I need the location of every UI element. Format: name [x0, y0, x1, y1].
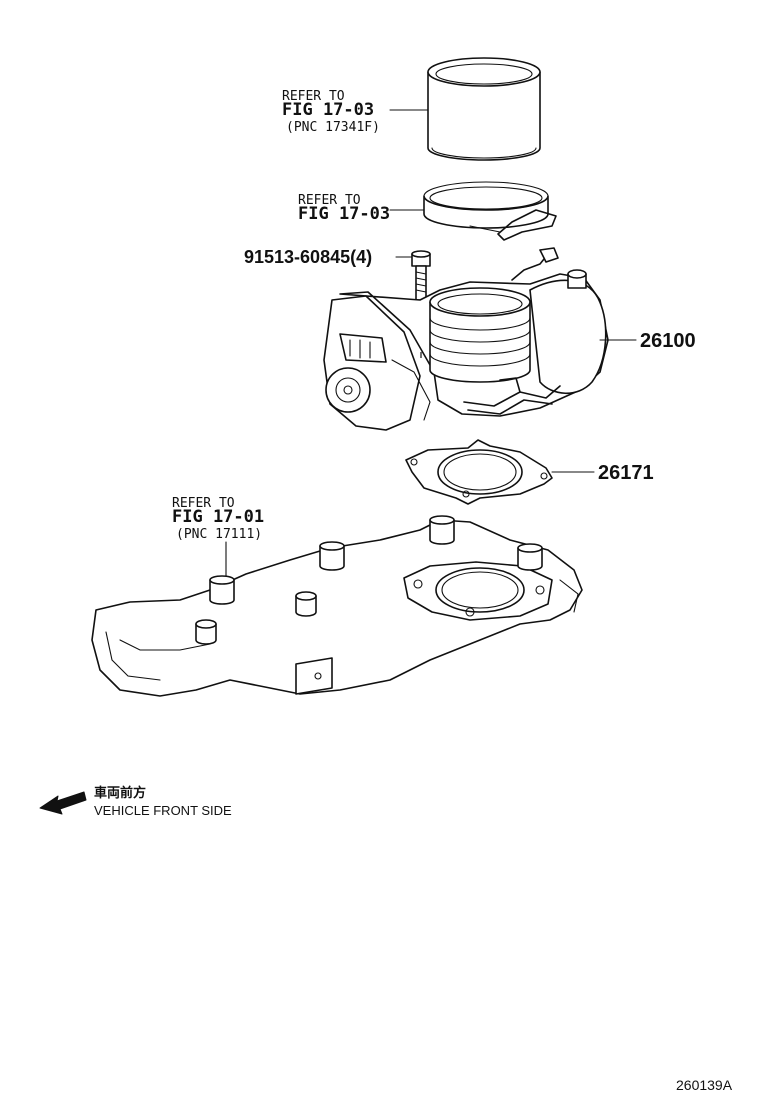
hose-ref-line1: REFER TO — [282, 89, 345, 104]
manifold-ref-line2: FIG 17-01 — [172, 507, 264, 527]
gasket[interactable] — [405, 439, 553, 505]
throttle-body[interactable] — [323, 247, 609, 431]
manifold-ref-line3: (PNC 17111) — [176, 527, 262, 542]
gasket-part-number[interactable]: 26171 — [598, 462, 654, 484]
throttle-body-part-number[interactable]: 26100 — [640, 330, 696, 352]
direction-label-en: VEHICLE FRONT SIDE — [94, 803, 232, 818]
hose-clamp[interactable] — [423, 181, 557, 241]
air-hose[interactable] — [427, 57, 541, 161]
direction-label-jp: 車両前方 — [94, 785, 146, 800]
front-arrow-icon — [39, 791, 87, 815]
clamp-ref-line2: FIG 17-03 — [298, 204, 390, 224]
hose-ref-line3: (PNC 17341F) — [286, 120, 380, 135]
bolt[interactable] — [411, 250, 431, 301]
intake-manifold[interactable] — [91, 515, 583, 697]
hose-ref-line2: FIG 17-03 — [282, 100, 374, 120]
bolt-part-number[interactable]: 91513-60845(4) — [244, 247, 372, 267]
manifold-ref-line1: REFER TO — [172, 496, 235, 511]
figure-id: 260139A — [676, 1077, 733, 1093]
clamp-ref-line1: REFER TO — [298, 193, 361, 208]
